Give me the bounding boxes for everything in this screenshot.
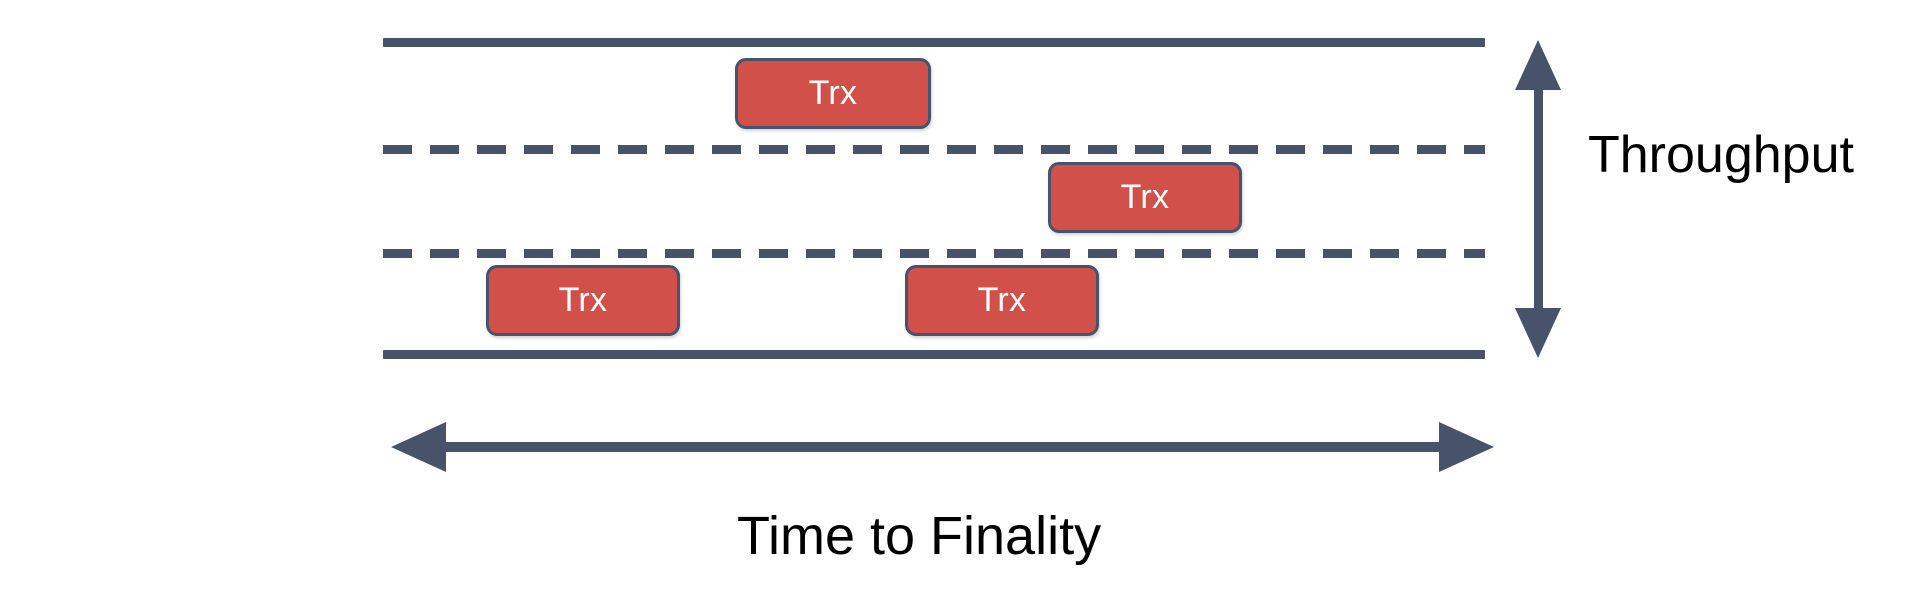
arrow-head-up-icon — [1515, 40, 1561, 90]
time-to-finality-arrow-icon — [391, 418, 1494, 476]
throughput-axis-label: Throughput — [1588, 126, 1854, 184]
arrow-head-left-icon — [391, 422, 446, 472]
transaction-box[interactable]: Trx — [486, 265, 680, 336]
transaction-box[interactable]: Trx — [1048, 162, 1242, 233]
arrow-shaft-horizontal — [443, 442, 1442, 452]
arrow-head-down-icon — [1515, 308, 1561, 358]
lane-boundary-top — [383, 38, 1485, 47]
throughput-arrow-icon — [1512, 40, 1564, 358]
lane-boundary-bottom — [383, 350, 1485, 359]
lane-divider-lower — [383, 249, 1485, 258]
arrow-shaft-vertical — [1534, 88, 1543, 310]
transaction-box[interactable]: Trx — [735, 58, 931, 129]
transaction-box[interactable]: Trx — [905, 265, 1099, 336]
lane-divider-upper — [383, 145, 1485, 154]
arrow-head-right-icon — [1439, 422, 1494, 472]
time-to-finality-axis-label: Time to Finality — [737, 506, 1102, 566]
